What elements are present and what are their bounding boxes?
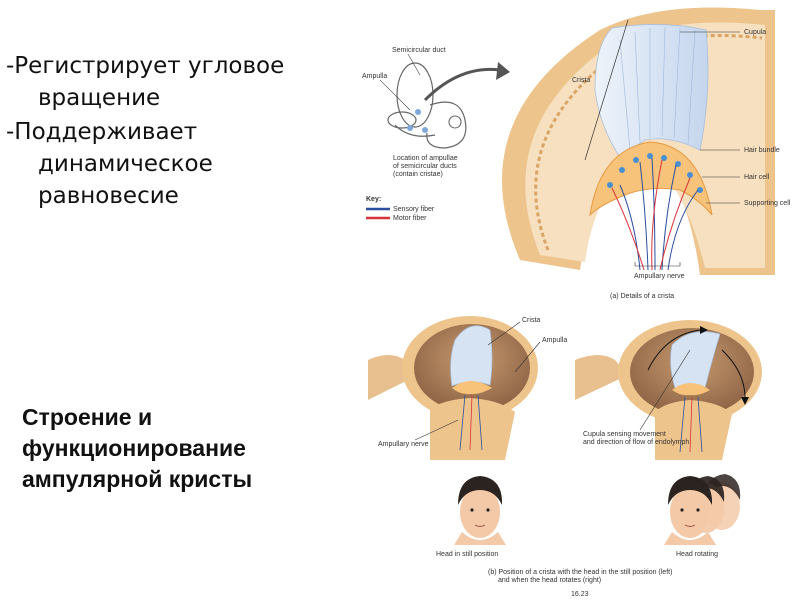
title-line: ампулярной кристы [22,466,253,492]
bullet-item-rotation: -Регистрирует угловое вращение [6,50,336,114]
label-ampulla-inset: Ampulla [362,73,387,80]
key-sensory-label: Sensory fiber [393,206,435,213]
label-supporting-cell: Supporting cell [744,200,791,207]
ampulla-rotating [575,320,762,460]
label-semicircular-duct: Semicircular duct [392,47,446,54]
title-line: Строение и [22,404,153,430]
label-cupula-sensing: Cupula sensing movement [583,431,666,438]
label-location: Location of ampullae [393,155,458,162]
bullet-text-cont: динамическое [38,151,213,177]
bullet-text-cont: равновесие [38,183,179,209]
figure-number: 16.23 [571,591,589,598]
label-cupula: Cupula [744,29,766,36]
caption-a: (a) Details of a crista [610,293,674,300]
bullet-list: -Регистрирует угловое вращение -Поддержи… [6,50,336,214]
head-rotating-illustration [664,474,741,545]
label-ampullary-nerve-b: Ampullary nerve [378,441,429,448]
label-head-rotating: Head rotating [676,551,718,558]
slide-title: Строение и функционирование ампулярной к… [22,402,342,495]
label-location: of semicircular ducts [393,163,457,170]
label-crista-a: Crista [572,77,590,84]
label-ampulla-b: Ampulla [542,337,567,344]
label-hair-cell: Hair cell [744,174,770,181]
key-title: Key: [366,196,381,203]
bullet-text: -Поддерживает [6,119,198,145]
key-motor-label: Motor fiber [393,215,427,222]
label-head-still: Head in still position [436,551,498,558]
bullet-item-balance: -Поддерживает динамическое равновесие [6,116,336,212]
label-hair-bundle: Hair bundle [744,147,780,154]
caption-b: and when the head rotates (right) [498,577,601,584]
inner-ear-inset [379,53,510,149]
title-line: функционирование [22,435,246,461]
crista-detail [502,7,775,275]
label-location: (contain cristae) [393,171,443,178]
bullet-text-cont: вращение [38,85,161,111]
head-still-illustration [454,476,506,545]
ampulla-still [368,316,541,460]
caption-b: (b) Position of a crista with the head i… [488,569,672,576]
label-cupula-sensing: and direction of flow of endolymph [583,439,689,446]
bullet-text: -Регистрирует угловое [6,53,285,79]
label-ampullary-nerve-a: Ampullary nerve [634,273,685,280]
label-crista-b: Crista [522,317,540,324]
